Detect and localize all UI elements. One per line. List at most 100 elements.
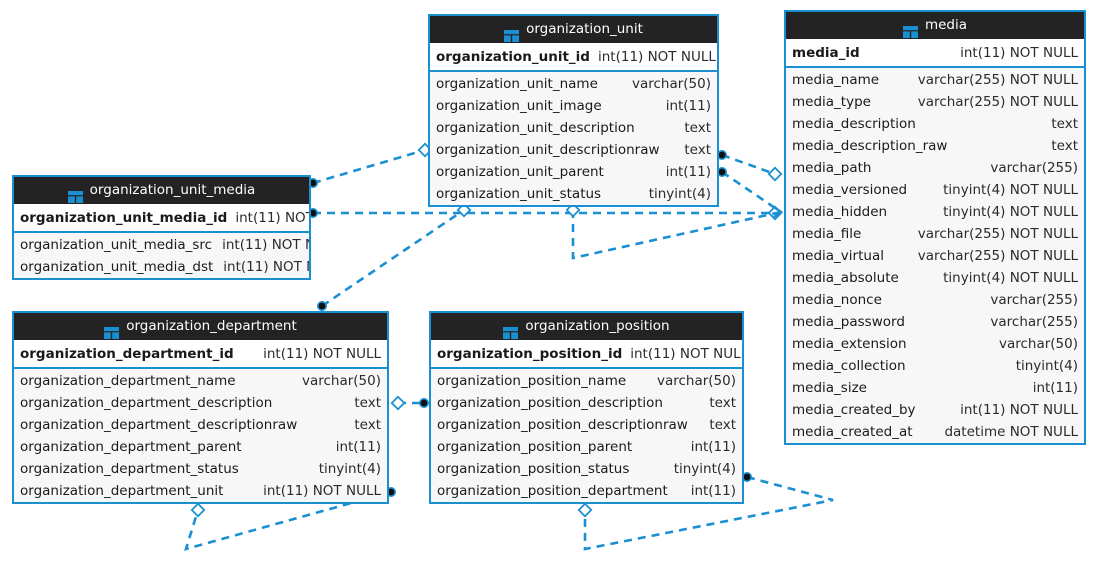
column-type: text bbox=[1051, 138, 1078, 154]
column-type: varchar(255) bbox=[990, 160, 1078, 176]
column-name: media_absolute bbox=[792, 270, 899, 286]
column-type: int(11) bbox=[665, 98, 711, 114]
column-type: varchar(50) bbox=[656, 373, 736, 389]
table-title: organization_position bbox=[525, 318, 670, 334]
relationship-endpoint-arrow bbox=[773, 206, 784, 218]
column-name: organization_unit_id bbox=[436, 48, 590, 65]
column-type: varchar(255) NOT NULL bbox=[917, 72, 1078, 88]
relationship-line bbox=[184, 490, 392, 551]
relationship-rel-unit-media-to-media[interactable] bbox=[307, 205, 783, 221]
relationship-rel-department-unit-to-unit[interactable] bbox=[316, 202, 472, 311]
table-header-organization_position[interactable]: organization_position bbox=[431, 313, 742, 340]
relationship-rel-unit-parent-to-media-1[interactable] bbox=[716, 150, 783, 182]
column-type: varchar(255) NOT NULL bbox=[917, 226, 1078, 242]
column-row[interactable]: organization_position_name varchar(50) bbox=[431, 370, 742, 392]
relationship-rel-position-self-parent[interactable] bbox=[577, 471, 834, 551]
column-name: organization_position_id bbox=[437, 345, 623, 362]
column-name: organization_department_descriptionraw bbox=[20, 417, 298, 433]
column-name: organization_unit_media_src bbox=[20, 237, 213, 253]
table-header-organization_unit[interactable]: organization_unit bbox=[430, 16, 717, 43]
column-name: organization_department_description bbox=[20, 395, 273, 411]
column-type: text bbox=[1051, 116, 1078, 132]
column-row[interactable]: media_password varchar(255) bbox=[786, 311, 1084, 333]
relationship-line bbox=[571, 210, 782, 260]
column-name: organization_unit_description bbox=[436, 120, 635, 136]
primary-key-row[interactable]: organization_position_id int(11) NOT NULL bbox=[431, 340, 742, 369]
table-header-organization_department[interactable]: organization_department bbox=[14, 313, 387, 340]
relationship-endpoint-diamond bbox=[390, 395, 406, 411]
column-type: int(11) NOT NULL bbox=[960, 402, 1078, 418]
column-row[interactable]: media_absolute tinyint(4) NOT NULL bbox=[786, 267, 1084, 289]
column-name: organization_position_name bbox=[437, 373, 627, 389]
column-type: int(11) NOT NULL bbox=[630, 345, 744, 362]
column-name: media_password bbox=[792, 314, 905, 330]
column-name: organization_position_description bbox=[437, 395, 663, 411]
relationship-rel-department-to-position[interactable] bbox=[390, 395, 429, 411]
column-type: varchar(255) bbox=[990, 314, 1078, 330]
relationship-line bbox=[721, 153, 776, 176]
column-type: tinyint(4) NOT NULL bbox=[943, 270, 1078, 286]
table-organization_position[interactable]: organization_position organization_positi… bbox=[429, 311, 744, 504]
column-type: varchar(50) bbox=[631, 76, 711, 92]
table-header-organization_unit_media[interactable]: organization_unit_media bbox=[14, 177, 309, 204]
column-row[interactable]: media_description text bbox=[786, 113, 1084, 135]
column-type: int(11) bbox=[690, 439, 736, 455]
table-header-media[interactable]: media bbox=[786, 12, 1084, 39]
relationship-endpoint-dot bbox=[418, 397, 429, 408]
table-title: organization_unit_media bbox=[89, 182, 256, 198]
column-name: media_type bbox=[792, 94, 871, 110]
column-name: media_description bbox=[792, 116, 916, 132]
column-name: media_id bbox=[792, 44, 860, 61]
column-type: tinyint(4) bbox=[673, 461, 736, 477]
column-type: int(11) NOT NULL bbox=[223, 259, 309, 275]
column-name: organization_unit_media_id bbox=[20, 209, 228, 226]
relationship-line bbox=[583, 475, 834, 551]
table-organization_unit_media[interactable]: organization_unit_media organization_unit… bbox=[12, 175, 311, 280]
column-name: media_hidden bbox=[792, 204, 888, 220]
column-name: organization_department_name bbox=[20, 373, 236, 389]
relationship-line bbox=[312, 148, 426, 185]
relationship-rel-unit-media-to-unit[interactable] bbox=[307, 142, 433, 189]
